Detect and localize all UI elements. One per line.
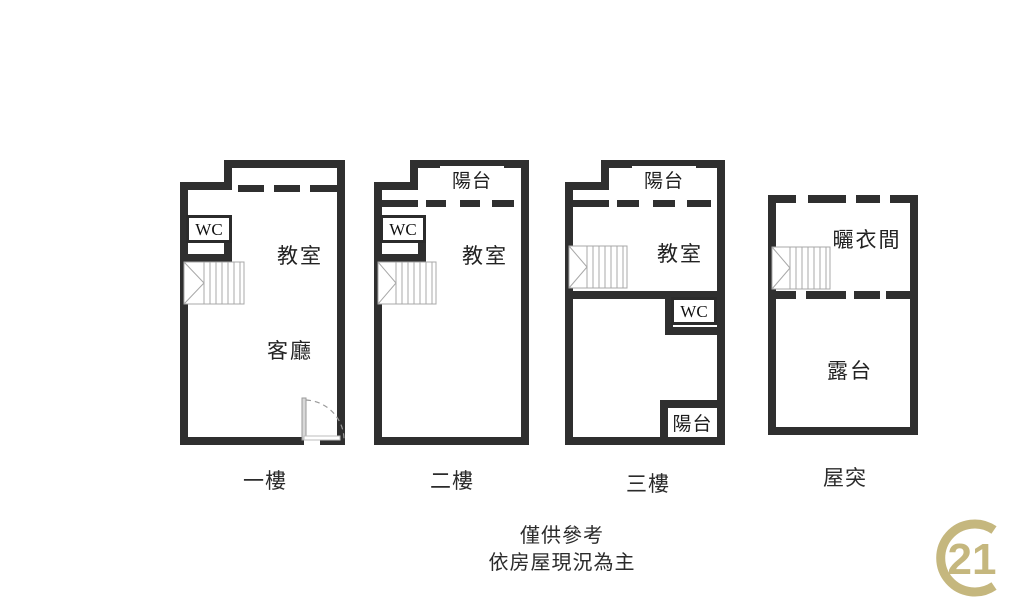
- floor-3-wc-walls: [665, 291, 717, 335]
- floor-2-window-wall: [374, 200, 514, 207]
- floor-1-room-classroom: 教室: [277, 244, 323, 268]
- roof-caption: 屋突: [823, 466, 867, 490]
- floor-3-rear-balcony-walls: [660, 400, 717, 445]
- floor-3-wc-label: WC: [671, 297, 717, 325]
- floor-3-staircase: [568, 245, 628, 289]
- floor-2-room-balcony: 陽台: [440, 166, 504, 192]
- floor-3-caption: 三樓: [626, 472, 670, 496]
- century-21-logo: 21: [936, 519, 997, 597]
- floor-2-staircase: [377, 261, 437, 305]
- floor-3-room-classroom: 教室: [657, 242, 703, 266]
- disclaimer: 僅供參考 依房屋現況為主: [412, 522, 712, 576]
- floor-2-drawing: [374, 160, 529, 445]
- disclaimer-line-2: 依房屋現況為主: [488, 550, 636, 574]
- floor-2-room-classroom: 教室: [462, 244, 508, 268]
- floor-3-room-balcony-front: 陽台: [632, 166, 696, 192]
- disclaimer-line-1: 僅供參考: [520, 523, 604, 547]
- floor-1-room-living: 客廳: [267, 339, 313, 363]
- roof-walls: [768, 195, 918, 435]
- floor-2-wc-label: WC: [380, 215, 426, 243]
- logo-arc: [936, 519, 997, 597]
- floor-1-staircase: [183, 261, 245, 305]
- floor-2-walls: [374, 160, 529, 445]
- floor-plan-roof: [768, 195, 918, 440]
- roof-room-terrace: 露台: [827, 359, 873, 383]
- floor-1-caption: 一樓: [243, 469, 287, 493]
- floor-3-room-balcony-rear: 陽台: [668, 408, 717, 437]
- floor-plan-2: WC: [374, 160, 529, 450]
- floor-3-walls: [565, 160, 725, 445]
- roof-mid-wall: [768, 291, 918, 299]
- floor-3-drawing: [565, 160, 725, 445]
- roof-room-laundry: 曬衣間: [832, 228, 902, 252]
- floor-1-walls: [180, 160, 345, 445]
- floor-3-window-wall: [565, 200, 711, 207]
- floor-1-window-wall: [238, 185, 337, 192]
- floor-1-wc-label: WC: [186, 215, 232, 243]
- logo-text: 21: [948, 535, 997, 584]
- floor-plan-1: WC: [180, 160, 345, 450]
- floor-2-caption: 二樓: [430, 469, 474, 493]
- roof-drawing: [768, 195, 918, 435]
- floor-3-mid-wall: [565, 291, 717, 299]
- floor-1-drawing: [180, 160, 345, 445]
- floor-1-entry-door: [301, 397, 345, 441]
- floor-plan-3: WC 陽台: [565, 160, 725, 450]
- roof-staircase: [771, 246, 831, 290]
